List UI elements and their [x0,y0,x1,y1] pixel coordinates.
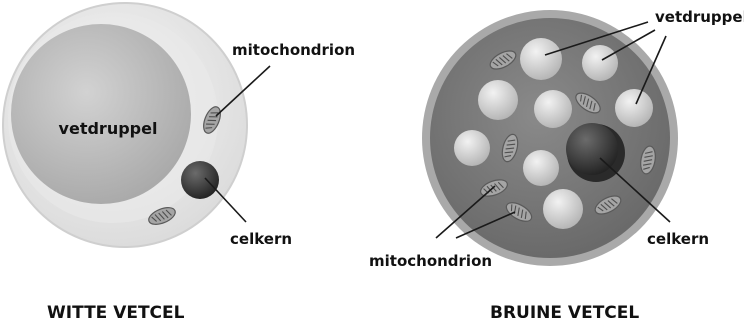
brown-fat-droplet-label: vetdruppel [655,8,744,26]
white-cell-caption: WITTE VETCEL [47,303,185,323]
brown-mitochondrion-label: mitochondrion [369,252,492,270]
brown-cell-fat-droplet [543,189,583,229]
white-fat-droplet-label: vetdruppel [59,119,158,138]
brown-nucleus-label: celkern [647,230,709,248]
brown-cell-fat-droplet [534,90,572,128]
white-cell-nucleus [181,161,219,199]
brown-cell-caption: BRUINE VETCEL [490,303,639,323]
white-mitochondrion-label: mitochondrion [232,41,355,59]
brown-cell-fat-droplet [454,130,490,166]
white-nucleus-label: celkern [230,230,292,248]
brown-cell-fat-droplet [523,150,559,186]
white-fat-cell: vetdruppel mitochondrion celkern WITTE V… [3,3,355,323]
brown-fat-cell: vetdruppel celkern mitochondrion BRUINE … [369,8,744,323]
brown-cell-fat-droplet [615,89,653,127]
brown-cell-fat-droplet [582,45,618,81]
white-cell-fat-droplet [11,24,191,204]
brown-cell-fat-droplet [520,38,562,80]
brown-cell-fat-droplet [478,80,518,120]
